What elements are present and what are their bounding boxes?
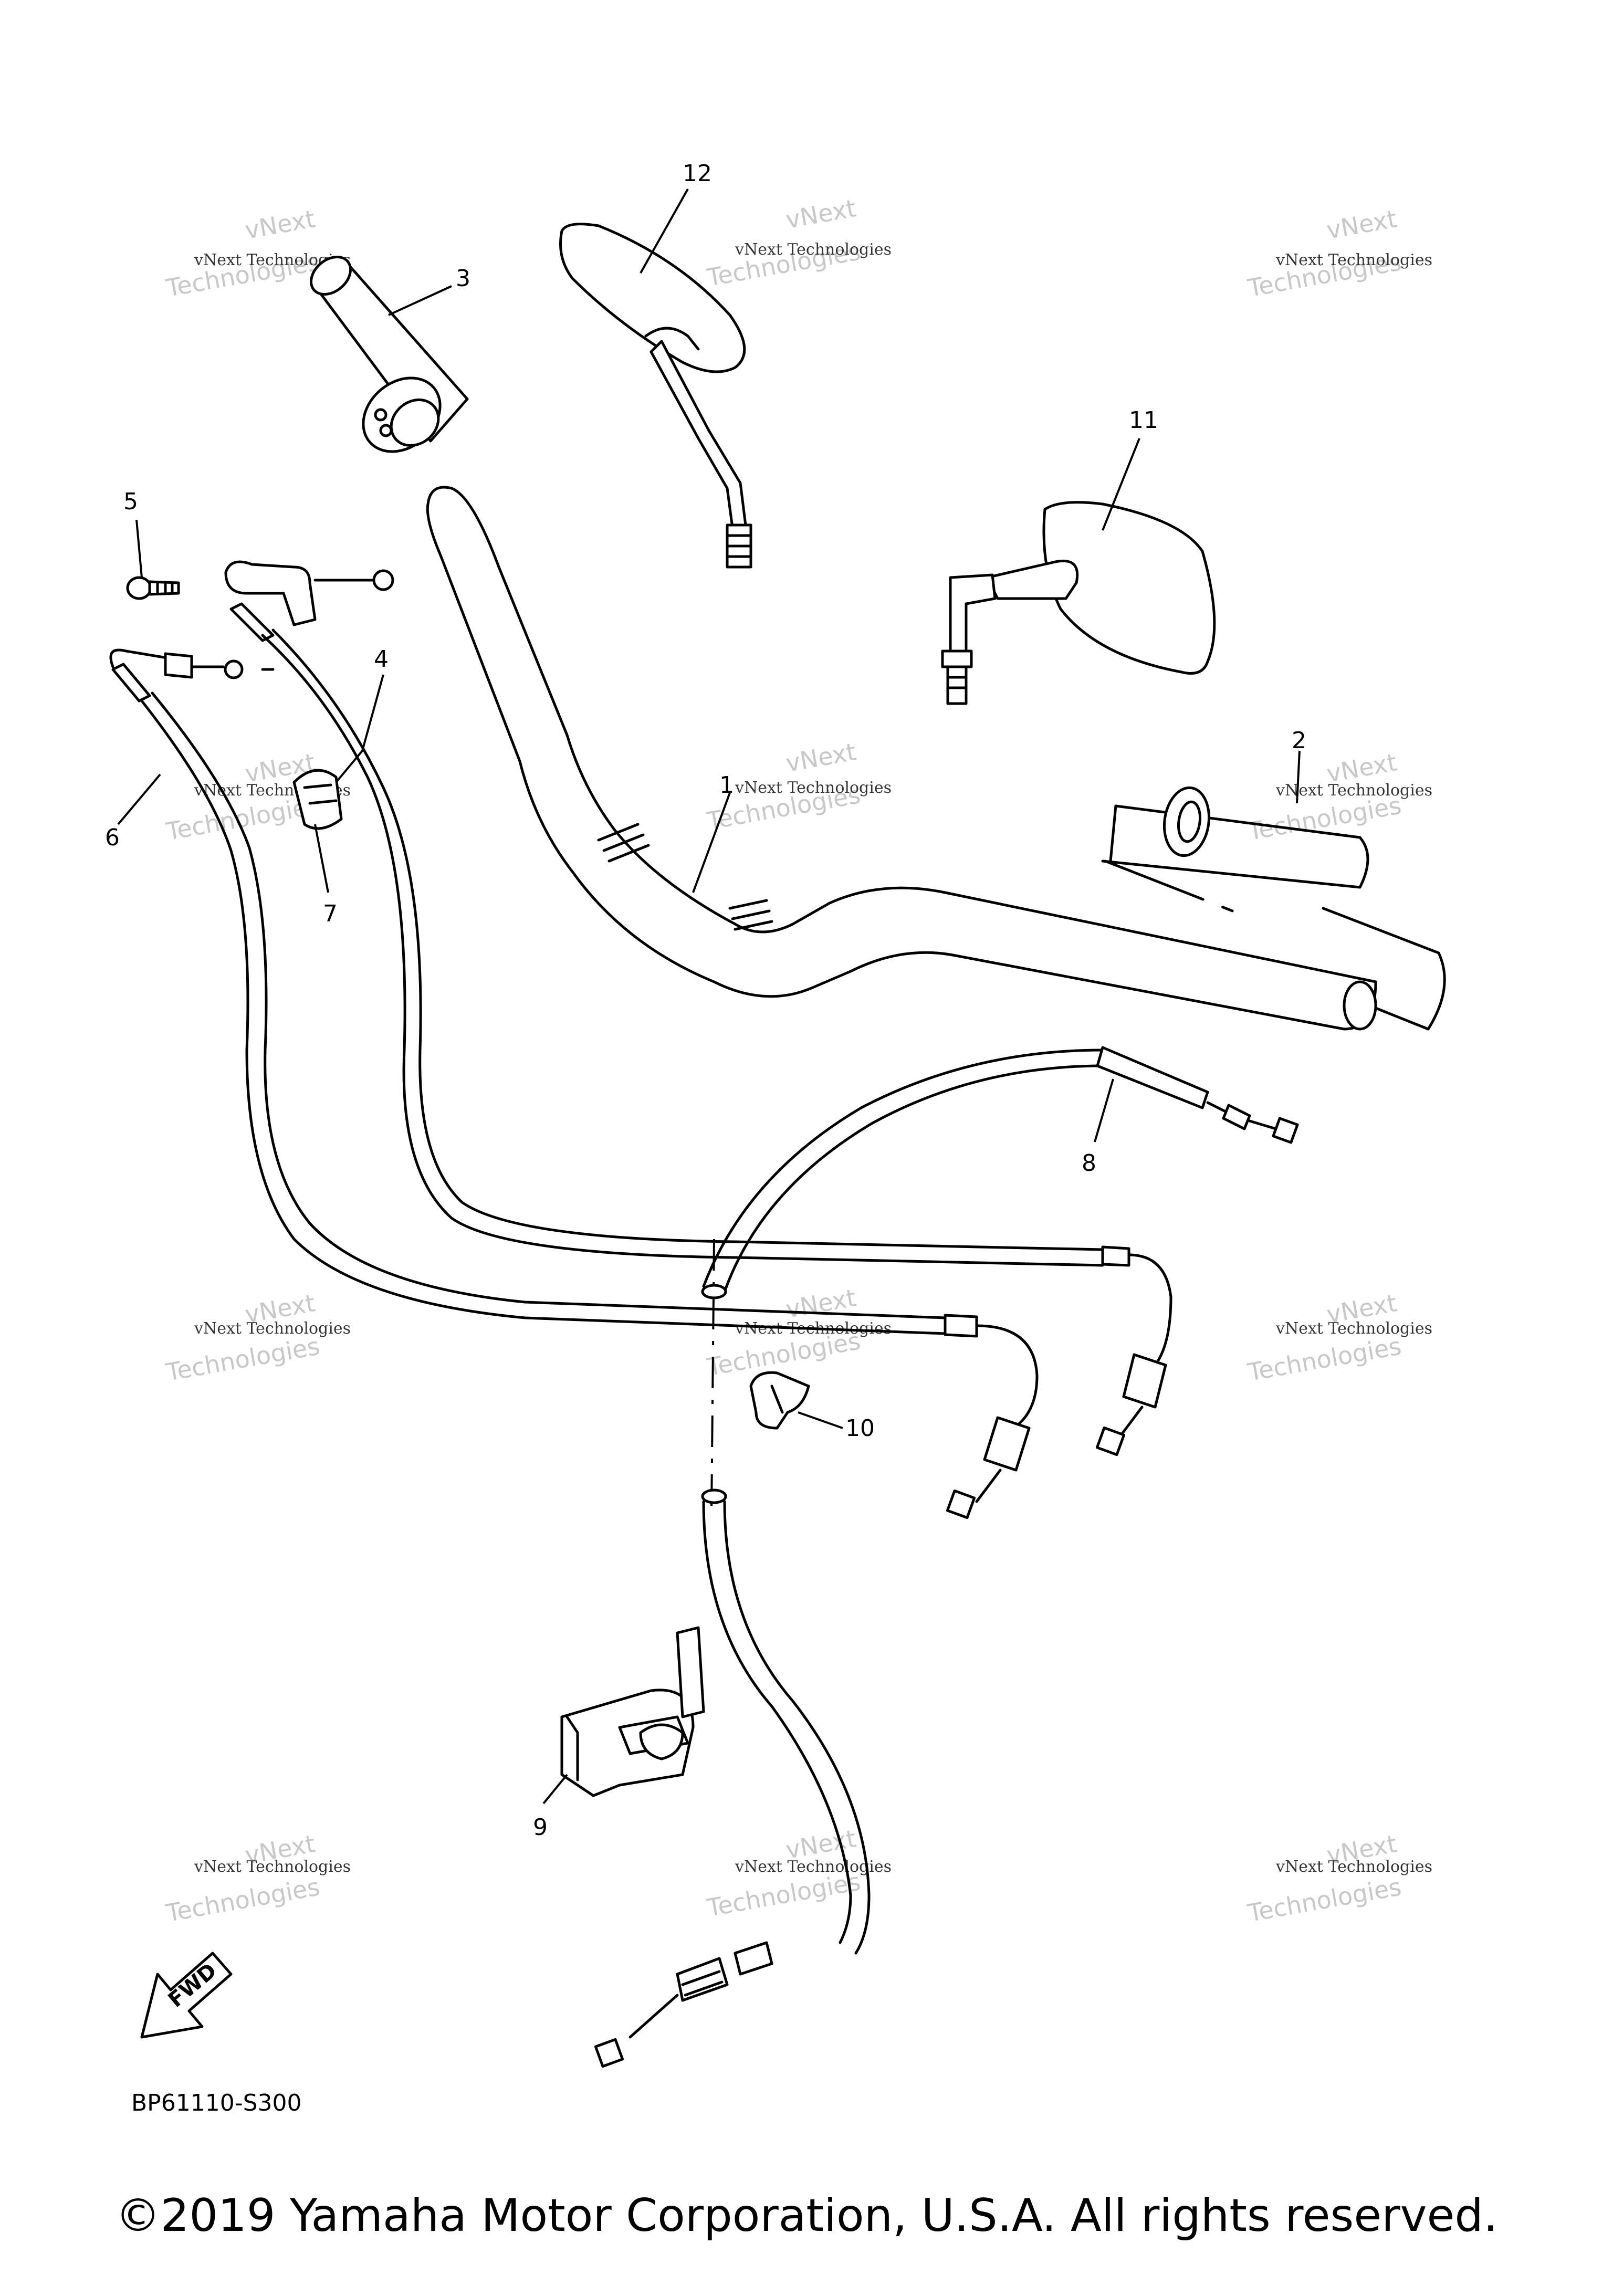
watermark: Technologies vNext vNext Technologies	[705, 194, 892, 292]
handlebar-part	[426, 486, 1377, 1031]
fwd-arrow-icon: FWD	[140, 1952, 233, 2039]
clamp-part	[292, 769, 343, 830]
callout-10: 10	[845, 1415, 875, 1442]
lower-clutch-cable-part	[594, 1488, 871, 2068]
svg-text:vNext Technologies: vNext Technologies	[194, 1319, 351, 1338]
watermark: Technologies vNext vNext Technologies	[164, 1829, 351, 1927]
callout-9: 9	[533, 1814, 548, 1841]
svg-text:vNext: vNext	[243, 204, 318, 245]
callout-12: 12	[683, 160, 712, 187]
callout-3: 3	[456, 265, 470, 292]
leader-lines	[117, 188, 1301, 1805]
watermark: Technologies vNext vNext Technologies	[1245, 204, 1432, 302]
callout-11: 11	[1129, 407, 1158, 434]
svg-text:Technologies: Technologies	[1245, 1872, 1403, 1927]
callout-1: 1	[719, 772, 734, 799]
watermark: Technologies vNext vNext Technologies	[1245, 1288, 1432, 1387]
watermarks: Technologies vNext vNext Technologies Te…	[164, 194, 1432, 1927]
diagram-code: BP61110-S300	[131, 2090, 301, 2116]
callout-8: 8	[1082, 1150, 1096, 1177]
watermark: Technologies vNext vNext Technologies	[1245, 748, 1432, 846]
svg-text:Technologies: Technologies	[164, 1872, 322, 1927]
throttle-cable-2-part	[109, 648, 1039, 1519]
throttle-cable-1-part	[224, 560, 1172, 1456]
callout-6: 6	[105, 824, 120, 851]
callout-4: 4	[374, 646, 389, 673]
svg-text:vNext Technologies: vNext Technologies	[1275, 1319, 1432, 1338]
svg-text:vNext Technologies: vNext Technologies	[1275, 251, 1432, 269]
svg-text:vNext Technologies: vNext Technologies	[735, 240, 892, 259]
right-grip-part	[1101, 786, 1446, 1031]
left-mirror-part	[559, 223, 752, 569]
right-mirror-part	[941, 501, 1216, 705]
svg-text:vNext Technologies: vNext Technologies	[735, 779, 892, 797]
watermark: Technologies vNext vNext Technologies	[705, 1283, 892, 1381]
svg-text:vNext: vNext	[784, 1283, 858, 1324]
watermark: Technologies vNext vNext Technologies	[1245, 1829, 1432, 1927]
callout-2: 2	[1292, 727, 1306, 754]
clutch-cable-part	[701, 1046, 1299, 1299]
grip-part	[309, 256, 469, 453]
watermark: Technologies vNext vNext Technologies	[705, 1824, 892, 1922]
svg-text:Technologies: Technologies	[164, 1332, 322, 1387]
copyright-text: ©2019 Yamaha Motor Corporation, U.S.A. A…	[115, 2189, 1498, 2242]
watermark: Technologies vNext vNext Technologies	[164, 1288, 351, 1387]
callout-numbers: 12 3 11 5 4 6 7 1 2 8 10 9	[105, 160, 1306, 1841]
cable-holder-part	[749, 1371, 810, 1430]
svg-text:vNext Technologies: vNext Technologies	[1275, 1858, 1432, 1876]
callout-7: 7	[323, 900, 338, 927]
lever-holder-part	[560, 1626, 705, 1797]
svg-text:vNext: vNext	[784, 737, 858, 778]
svg-text:vNext Technologies: vNext Technologies	[1275, 781, 1432, 800]
screw-part	[126, 576, 180, 600]
svg-text:vNext: vNext	[1325, 204, 1399, 245]
routing-line	[710, 1239, 715, 1513]
svg-text:vNext: vNext	[784, 194, 858, 234]
callout-5: 5	[123, 488, 138, 515]
svg-text:Technologies: Technologies	[1245, 1332, 1403, 1387]
svg-text:vNext Technologies: vNext Technologies	[194, 1858, 351, 1876]
